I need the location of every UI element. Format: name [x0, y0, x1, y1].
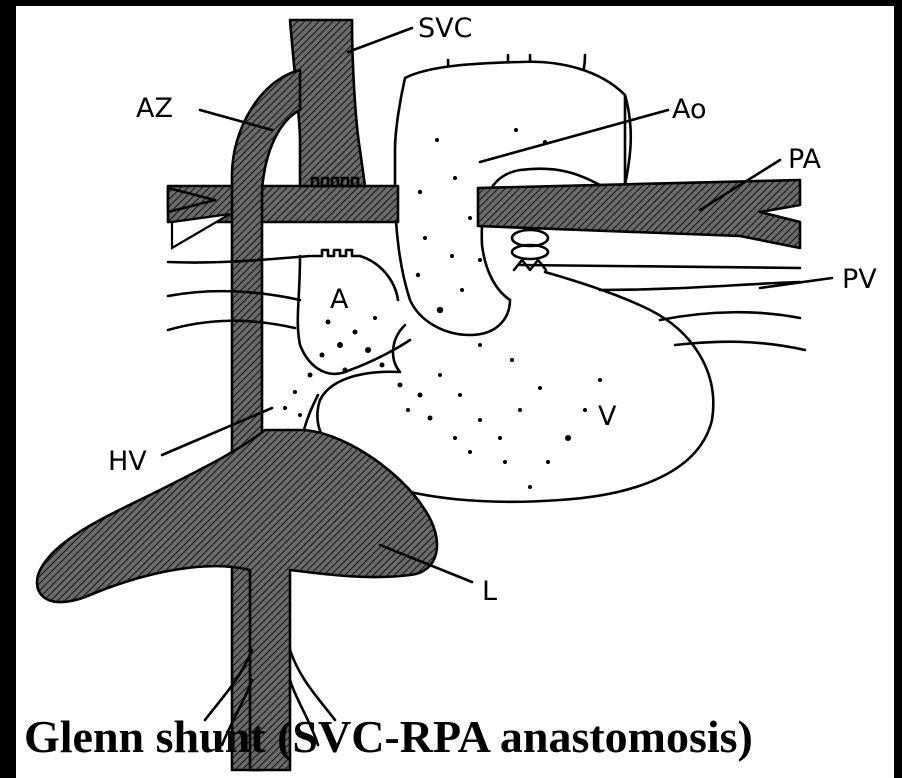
label-hv: HV: [108, 446, 147, 477]
label-pa: PA: [788, 144, 822, 175]
diagram-title: Glenn shunt (SVC-RPA anastomosis): [24, 711, 753, 762]
label-pv: PV: [842, 264, 877, 295]
label-ao: Ao: [672, 94, 707, 125]
label-svc: SVC: [418, 13, 472, 44]
label-v: V: [598, 401, 617, 432]
label-az: AZ: [136, 93, 173, 124]
label-l: L: [482, 576, 497, 607]
label-a: A: [330, 284, 349, 315]
